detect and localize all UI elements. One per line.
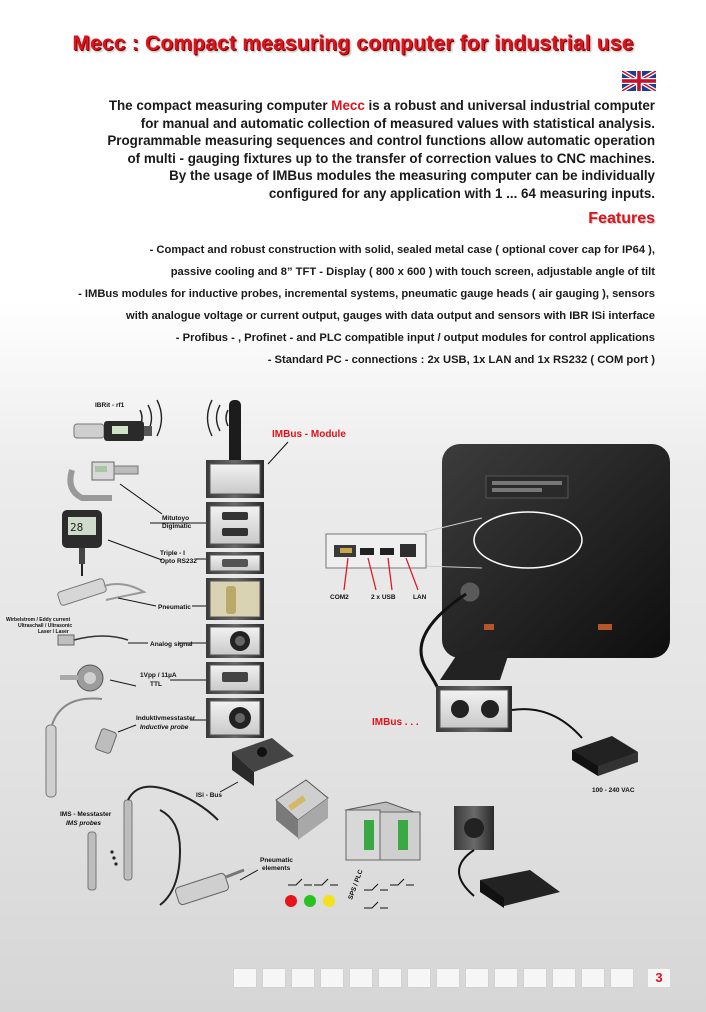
feature-line: - IMBus modules for inductive probes, in…: [78, 288, 655, 301]
foot-switch-image: [458, 849, 560, 908]
feature-line: - Profibus - , Profinet - and PLC compat…: [175, 332, 655, 345]
micrometer-image: [67, 461, 139, 501]
isi-bus-module-image: [232, 738, 294, 786]
imbus-dots-label: IMBus . . .: [372, 717, 419, 728]
ims-en-label: IMS probes: [66, 820, 101, 827]
footer-square: [379, 969, 401, 987]
sps-plc-label: SPS / PLC: [347, 868, 364, 900]
footer-square: [234, 969, 256, 987]
footer-square: [350, 969, 372, 987]
footer-square: [292, 969, 314, 987]
footer-square: [466, 969, 488, 987]
vpp-label: 1Vpp / 11µA: [140, 672, 177, 679]
red-signal-icon: [285, 895, 297, 907]
imbus-module-label: IMBus - Module: [272, 429, 346, 440]
com2-label: COM2: [330, 594, 349, 601]
inductive-probe-image: [45, 697, 117, 798]
pneumatic-gauge-image: [57, 578, 147, 606]
wireless-signal-icon: [139, 399, 229, 437]
page-title: Mecc : Compact measuring computer for in…: [72, 32, 634, 55]
feature-line: passive cooling and 8” TFT - Display ( 8…: [170, 266, 655, 279]
intro-line: By the usage of IMBus modules the measur…: [169, 168, 655, 184]
intro-line: for manual and automatic collection of m…: [140, 115, 655, 131]
pneumatic-module-image: [275, 779, 329, 840]
analog-label: Analog signal: [150, 641, 193, 648]
ultrasonic-label: Ultraschall / Ultrasonic: [18, 623, 72, 629]
lan-label: LAN: [413, 594, 427, 601]
intro-line: Programmable measuring sequences and con…: [107, 133, 655, 149]
intro-line: of multi - gauging fixtures up to the tr…: [127, 150, 655, 166]
ibrit-probe-image: [73, 421, 152, 441]
digimatic-label: Digimatic: [162, 523, 192, 530]
plc-module-image: [344, 801, 422, 861]
imbus-module-stack: [206, 460, 264, 738]
intro-line: configured for any application with 1 ..…: [268, 185, 655, 201]
green-signal-icon: [304, 895, 316, 907]
triple-label: Triple - I: [160, 550, 185, 557]
laser-label: Laser / Laser: [38, 629, 69, 635]
imbus-module-image: [436, 686, 512, 732]
induktiv-de-label: Induktivmesstaster: [136, 715, 196, 722]
isi-bus-label: ISi - Bus: [196, 792, 222, 799]
brand-name: Mecc: [331, 98, 365, 113]
svg-text:28: 28: [70, 521, 83, 534]
eddy-sensor-image: [57, 634, 129, 646]
ibrit-label: IBRit - rf1: [95, 402, 125, 409]
footer-square: [408, 969, 430, 987]
footer-bar: [234, 969, 706, 987]
pneumatic-label: Pneumatic: [158, 604, 191, 611]
opto-label: Opto RS232: [160, 558, 197, 565]
switch-symbols: [288, 878, 414, 909]
intro-line: The compact measuring computer Mecc is a…: [108, 98, 655, 113]
pneumatic-elements-label: Pneumatic: [260, 857, 293, 864]
usb-label: 2 x USB: [371, 594, 396, 601]
pneumatic-cylinder-image: [175, 868, 245, 906]
footer-square: [582, 969, 604, 987]
induktiv-en-label: Inductive probe: [140, 724, 189, 731]
ims-de-label: IMS - Messtaster: [60, 811, 112, 818]
footer-square: [495, 969, 517, 987]
feature-line: with analogue voltage or current output,…: [126, 310, 655, 323]
footer-square: [437, 969, 459, 987]
ttl-label: TTL: [150, 681, 162, 688]
feature-line: - Compact and robust construction with s…: [149, 244, 655, 256]
footer-square: [321, 969, 343, 987]
footer-square: [263, 969, 285, 987]
yellow-signal-icon: [323, 895, 335, 907]
intro-text: The compact measuring computer Mecc is a…: [55, 97, 655, 203]
terminal-module-image: [454, 806, 494, 850]
pneumatic-elements-label-2: elements: [262, 865, 291, 872]
uk-flag-icon[interactable]: [622, 71, 656, 91]
footer-square: [524, 969, 546, 987]
measuring-computer-image: [440, 444, 670, 680]
features-heading: Features: [588, 210, 655, 227]
footer-square: [611, 969, 633, 987]
page-number: 3: [648, 969, 670, 987]
dial-gauge-image: 28: [62, 510, 102, 576]
system-diagram: IBRit - rf1 Mitutoyo Digimatic 28 Triple…: [6, 399, 670, 909]
eddy-label: Wirbelstrom / Eddy current: [6, 617, 70, 623]
ims-probes-image: [87, 785, 219, 906]
encoder-image: [60, 664, 104, 692]
power-label: 100 - 240 VAC: [592, 787, 635, 794]
power-supply-image: [572, 736, 638, 776]
port-panel: [325, 533, 427, 569]
mitutoyo-label: Mitutoyo: [162, 515, 189, 522]
features-list: - Compact and robust construction with s…: [15, 239, 655, 372]
footer-square: [553, 969, 575, 987]
feature-line: - Standard PC - connections : 2x USB, 1x…: [267, 354, 655, 367]
